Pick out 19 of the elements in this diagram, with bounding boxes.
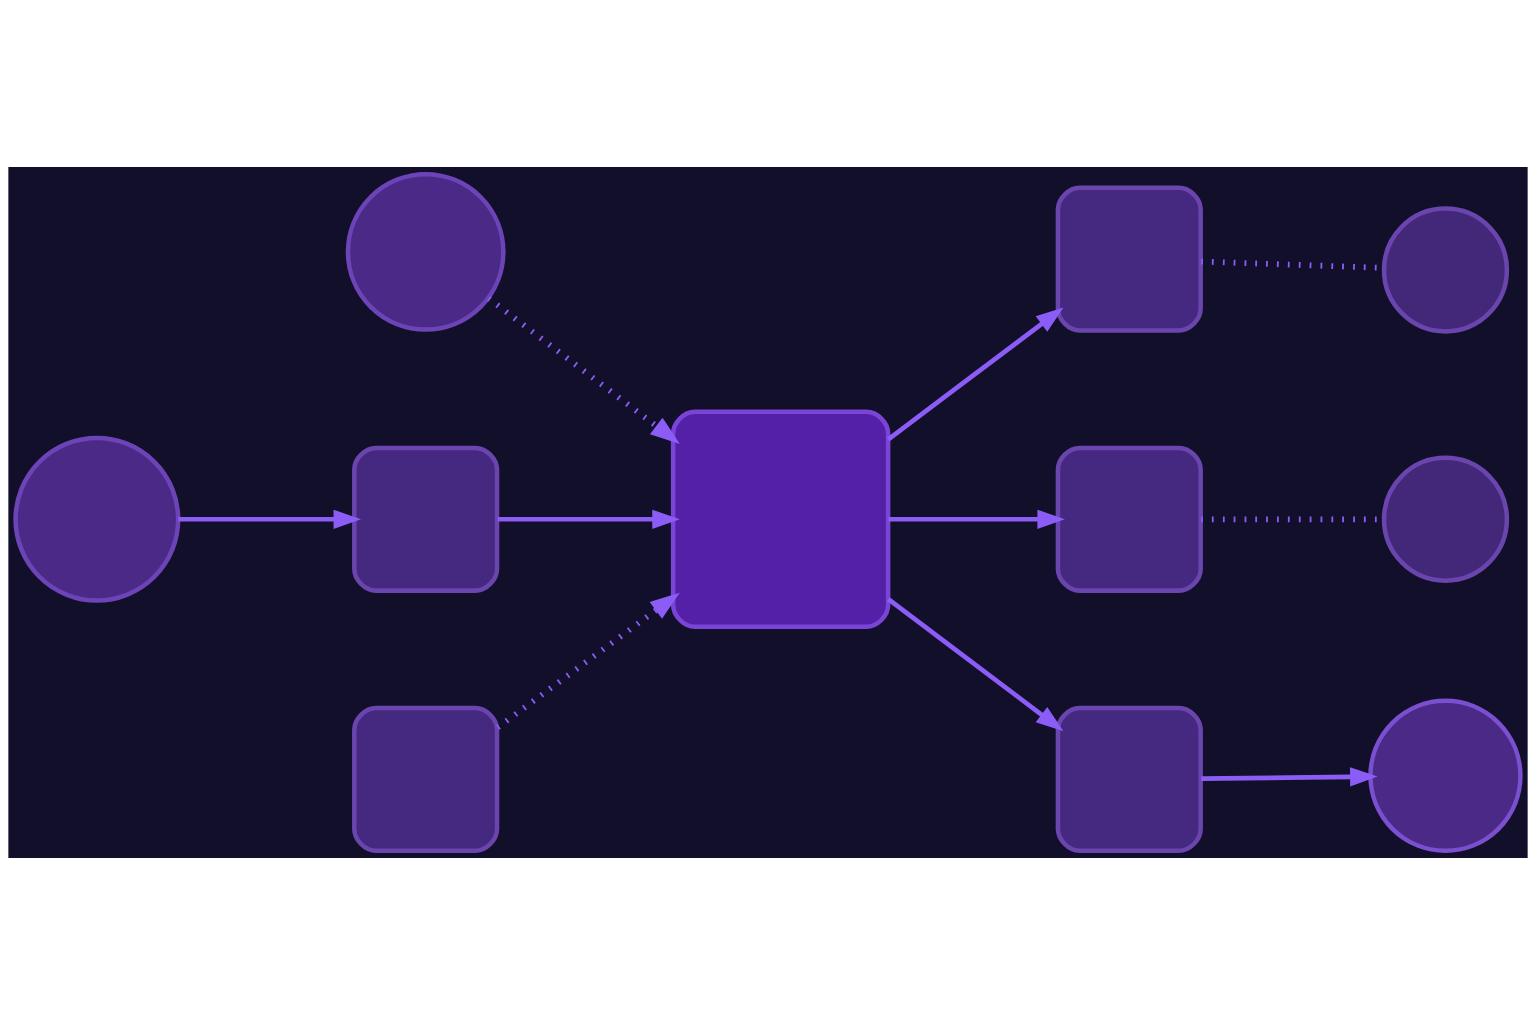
arrow bbox=[178, 509, 362, 529]
arrow bbox=[886, 596, 1064, 731]
arrow bbox=[497, 509, 680, 529]
node-circle bbox=[13, 435, 181, 603]
node-circle bbox=[1381, 205, 1510, 334]
node-circle bbox=[1381, 455, 1510, 583]
arrow bbox=[1201, 766, 1378, 786]
node-box bbox=[1055, 185, 1203, 333]
node-circle bbox=[345, 171, 506, 332]
node-box bbox=[670, 409, 891, 629]
node-box bbox=[1055, 445, 1203, 593]
arrow bbox=[888, 509, 1065, 529]
arrow bbox=[886, 306, 1064, 441]
arrow bbox=[486, 295, 680, 444]
node-circle bbox=[1368, 698, 1523, 853]
arrow bbox=[496, 592, 680, 730]
node-box bbox=[352, 445, 500, 593]
node-box bbox=[1055, 705, 1203, 853]
node-box bbox=[352, 705, 500, 853]
